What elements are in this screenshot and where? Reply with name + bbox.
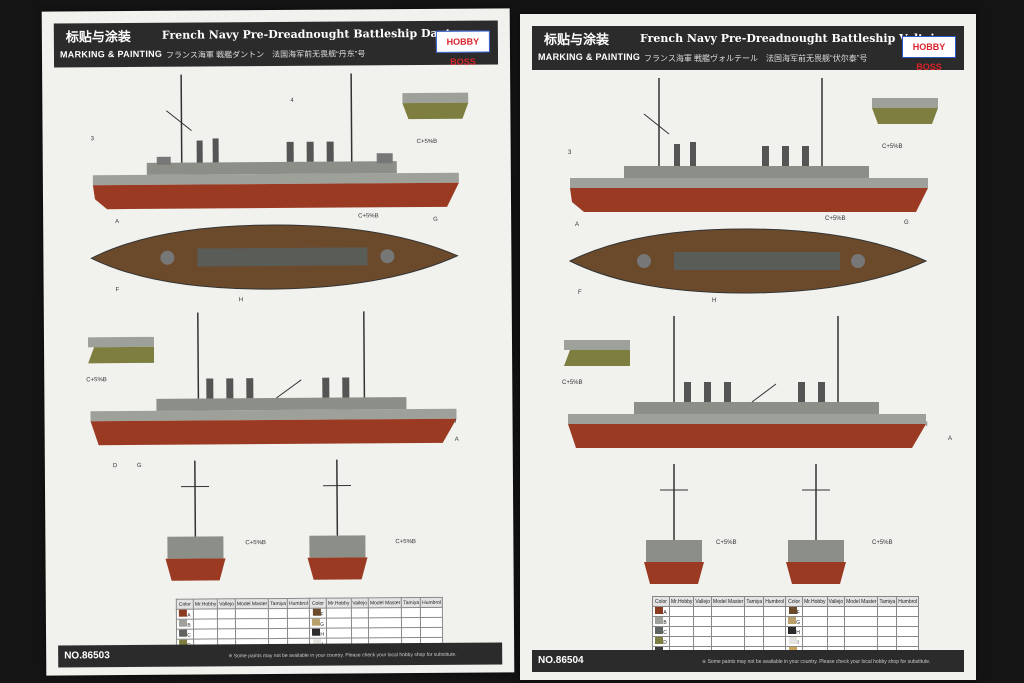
callout-c5b-3: C+5%B xyxy=(562,380,583,386)
col-header: Model Master xyxy=(711,596,746,607)
callout-g-1: G xyxy=(904,220,909,226)
waterline-inset-bottom xyxy=(564,340,630,366)
col-header: Color xyxy=(785,596,804,607)
col-header: Humbrol xyxy=(763,596,787,607)
sheet-subtitle: フランス海軍 戦艦ヴォルテール 法国海军前无畏舰“伏尔泰”号 xyxy=(644,54,868,63)
callout-g-2: G xyxy=(136,462,142,469)
sheet-title: French Navy Pre-Dreadnought Battleship V… xyxy=(640,32,948,45)
col-header: Vallejo xyxy=(350,597,369,608)
callout-a-2: A xyxy=(948,436,953,442)
col-header: Mr.Hobby xyxy=(668,596,695,607)
callout-i-1: I xyxy=(926,422,928,428)
callout-c5b-5: C+5%B xyxy=(872,540,893,546)
col-header: Humbrol xyxy=(287,598,310,609)
header-chinese-title: 标贴与涂装 xyxy=(65,29,131,45)
callout-c5b-2: C+5%B xyxy=(358,213,379,220)
col-header: Color xyxy=(652,596,670,607)
kit-number: NO.86504 xyxy=(538,655,584,666)
waterline-inset-top xyxy=(872,98,938,124)
callout-c5b-1: C+5%B xyxy=(416,138,438,146)
callout-a-1: A xyxy=(575,222,580,228)
ship-deck-top-view xyxy=(568,228,928,294)
col-header: Mr.Hobby xyxy=(802,596,828,607)
callout-h-1: H xyxy=(712,298,717,304)
ship-side-view-bottom xyxy=(568,316,926,448)
col-header: Humbrol xyxy=(420,597,443,608)
callout-3-1: 3 xyxy=(90,136,94,143)
sheet-title: French Navy Pre-Dreadnought Battleship D… xyxy=(161,26,467,42)
col-header: Mr.Hobby xyxy=(193,598,218,610)
ship-side-view-bottom xyxy=(90,311,457,446)
callout-c5b-4: C+5%B xyxy=(716,540,737,546)
col-header: Vallejo xyxy=(693,596,713,607)
col-header: Color xyxy=(309,598,327,609)
callout-a-2: A xyxy=(454,436,459,443)
col-header: Model Master xyxy=(368,597,402,608)
col-header: Tamiya xyxy=(744,596,765,607)
sheet-header: 标贴与涂装 MARKING & PAINTING French Navy Pre… xyxy=(532,26,964,72)
ship-deck-top-view xyxy=(90,224,459,290)
callout-c5b-4: C+5%B xyxy=(245,540,266,547)
col-header: Model Master xyxy=(844,596,879,607)
ship-bow-view xyxy=(165,460,226,581)
callout-f-1: F xyxy=(578,290,582,296)
logo-text: HOBBY BOSS xyxy=(446,36,480,67)
col-header: Tamiya xyxy=(401,597,421,608)
sheet-header: 标贴与涂装 MARKING & PAINTING French Navy Pre… xyxy=(53,20,499,68)
callout-h-1: H xyxy=(238,297,244,304)
header-chinese-title: 标贴与涂装 xyxy=(544,32,610,47)
ship-side-view-top xyxy=(92,73,459,210)
ship-stern-view xyxy=(786,464,846,584)
waterline-inset-top xyxy=(402,92,469,120)
header-marking-painting: MARKING & PAINTING xyxy=(538,52,641,62)
col-header: Tamiya xyxy=(877,596,898,607)
logo-text: HOBBY BOSS xyxy=(912,42,946,72)
ship-stern-view xyxy=(307,459,368,580)
sheet-subtitle: フランス海軍 戦艦ダントン 法国海军前无畏舰“丹东”号 xyxy=(165,49,366,60)
ship-bow-view xyxy=(644,464,704,584)
paint-availability-note: ※ Some paints may not be available in yo… xyxy=(702,659,931,665)
callout-c5b-2: C+5%B xyxy=(825,216,846,222)
sheet-footer: NO.86503 ※ Some paints may not be availa… xyxy=(58,642,503,668)
hobby-boss-logo: HOBBY BOSS xyxy=(902,36,956,72)
col-header: Vallejo xyxy=(217,598,236,609)
painting-sheet-danton: 标贴与涂装 MARKING & PAINTING French Navy Pre… xyxy=(41,8,515,676)
color-chart-table: Color Mr.Hobby Vallejo Model Master Tami… xyxy=(652,596,920,657)
painting-sheet-voltaire: 标贴与涂装 MARKING & PAINTING French Navy Pre… xyxy=(520,14,976,680)
callout-f-1: F xyxy=(115,287,120,294)
col-header: Humbrol xyxy=(896,596,920,607)
waterline-inset-bottom xyxy=(87,336,155,364)
ship-side-view-top xyxy=(570,78,928,212)
callout-d-1: D xyxy=(112,463,118,470)
callout-i-1: I xyxy=(454,418,457,425)
col-header: Vallejo xyxy=(826,596,846,607)
callout-c5b-3: C+5%B xyxy=(86,377,107,384)
callout-4-1: 4 xyxy=(290,97,294,104)
col-header: Model Master xyxy=(235,598,269,609)
header-marking-painting: MARKING & PAINTING xyxy=(59,48,163,60)
callout-c5b-1: C+5%B xyxy=(882,144,903,150)
col-header: Mr.Hobby xyxy=(326,597,351,609)
col-header: Tamiya xyxy=(268,598,288,609)
callout-3-1: 3 xyxy=(568,150,572,156)
hobby-boss-logo: HOBBY BOSS xyxy=(435,30,490,67)
kit-number: NO.86503 xyxy=(64,650,110,662)
callout-c5b-5: C+5%B xyxy=(395,539,416,546)
paint-availability-note: ※ Some paints may not be available in yo… xyxy=(228,651,457,660)
col-header: Color xyxy=(176,599,194,610)
sheet-footer: NO.86504 ※ Some paints may not be availa… xyxy=(532,650,964,672)
